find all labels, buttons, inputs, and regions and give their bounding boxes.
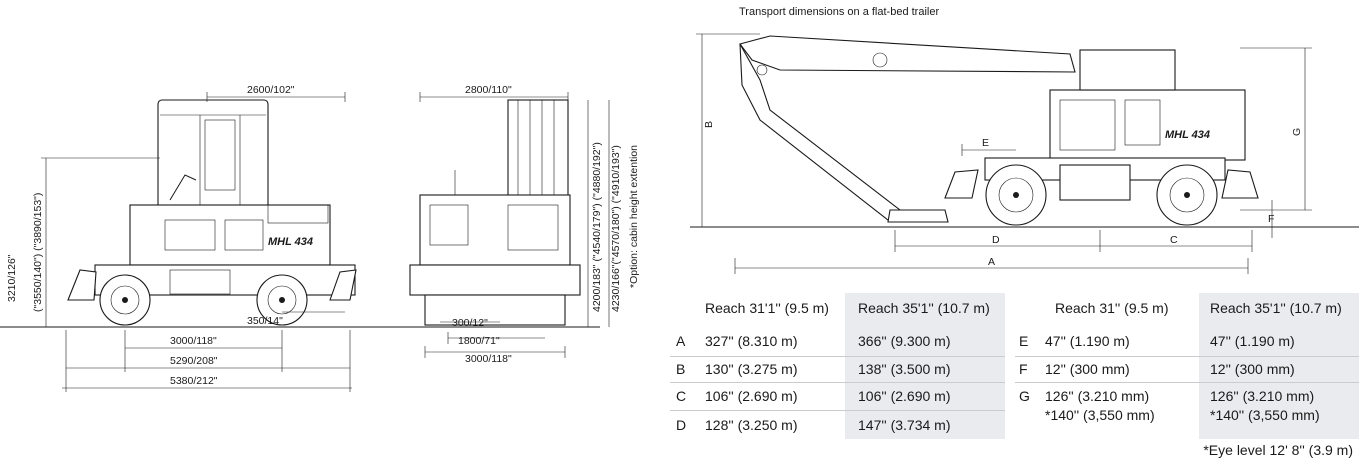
left-shade-column — [845, 293, 1005, 439]
front-option-note: *Option: cabin height extention — [628, 145, 640, 288]
row-rule — [670, 410, 1005, 411]
right-shade-column — [1199, 293, 1359, 439]
row-rule — [1015, 382, 1359, 383]
row-key: G — [1019, 388, 1030, 404]
front-height-1: 4200/183" ("4540/179") ("4880/192") — [591, 142, 603, 312]
row-value: 126'' (3.210 mm) — [1045, 388, 1150, 404]
row-key: A — [676, 333, 686, 349]
row-value: 126'' (3.210 mm) — [1210, 388, 1315, 404]
row-key: D — [676, 417, 687, 433]
row-key: E — [1019, 333, 1029, 349]
front-width-2: 1800/71" — [458, 335, 500, 347]
front-width-3: 3000/118" — [465, 353, 512, 365]
row-value: 130'' (3.275 m) — [705, 361, 798, 377]
label-d: D — [992, 234, 1000, 246]
right-header-2: Reach 35'1'' (10.7 m) — [1210, 300, 1342, 316]
side-top-width: 2600/102" — [247, 84, 295, 96]
left-header-2: Reach 35'1'' (10.7 m) — [858, 300, 990, 316]
row-value: 327'' (8.310 m) — [705, 333, 798, 349]
row-value: *140'' (3,550 mm) — [1210, 407, 1320, 423]
row-rule — [670, 382, 1005, 383]
label-e: E — [982, 137, 989, 149]
row-value: 12'' (300 mm) — [1210, 361, 1295, 377]
row-value: 128'' (3.250 m) — [705, 417, 798, 433]
label-g: G — [1291, 128, 1303, 136]
transport-view-drawing: MHL 434 A — [690, 33, 1359, 274]
row-key: F — [1019, 361, 1028, 377]
eye-level-footnote: *Eye level 12' 8'' (3.9 m) — [1203, 442, 1353, 458]
row-value: 366'' (9.300 m) — [858, 333, 951, 349]
left-header-1: Reach 31'1'' (9.5 m) — [705, 300, 829, 316]
side-track-length: 5290/208" — [170, 355, 218, 367]
transport-badge: MHL 434 — [1165, 129, 1210, 141]
row-value: 106'' (2.690 m) — [705, 388, 798, 404]
row-value: *140'' (3,550 mm) — [1045, 407, 1155, 423]
front-view-drawing: 2800/110" 4200/183" ("4540/179") ("4880/… — [409, 84, 640, 365]
label-f: F — [1268, 213, 1274, 225]
transport-title: Transport dimensions on a flat-bed trail… — [739, 6, 940, 18]
row-value: 47'' (1.190 m) — [1045, 333, 1130, 349]
row-key: B — [676, 361, 686, 377]
row-value: 138'' (3.500 m) — [858, 361, 951, 377]
label-b: B — [703, 121, 715, 128]
row-rule — [670, 356, 1005, 357]
row-value: 12'' (300 mm) — [1045, 361, 1130, 377]
label-a: A — [988, 256, 995, 268]
front-height-2: 4230/166"("4570/180") ("4910/193") — [610, 145, 622, 312]
right-header-1: Reach 31'' (9.5 m) — [1055, 300, 1169, 316]
side-height: 3210/126" — [6, 254, 18, 302]
row-value: 47'' (1.190 m) — [1210, 333, 1295, 349]
row-key: C — [676, 388, 687, 404]
side-height-options: ("3550/140") ("3890/153") — [32, 193, 44, 312]
side-overall-length: 5380/212" — [170, 375, 218, 387]
side-view-drawing: MHL 434 2600/102" 3210/126" ("3550/140")… — [0, 84, 420, 392]
side-wheelbase: 3000/118" — [170, 335, 217, 347]
front-top-width: 2800/110" — [465, 84, 512, 96]
front-width-1: 300/12" — [452, 317, 488, 329]
row-value: 147'' (3.734 m) — [858, 417, 951, 433]
row-value: 106'' (2.690 m) — [858, 388, 951, 404]
side-overhang: 350/14" — [247, 315, 283, 327]
side-badge: MHL 434 — [268, 236, 313, 248]
row-rule — [1015, 356, 1359, 357]
label-c: C — [1170, 234, 1178, 246]
